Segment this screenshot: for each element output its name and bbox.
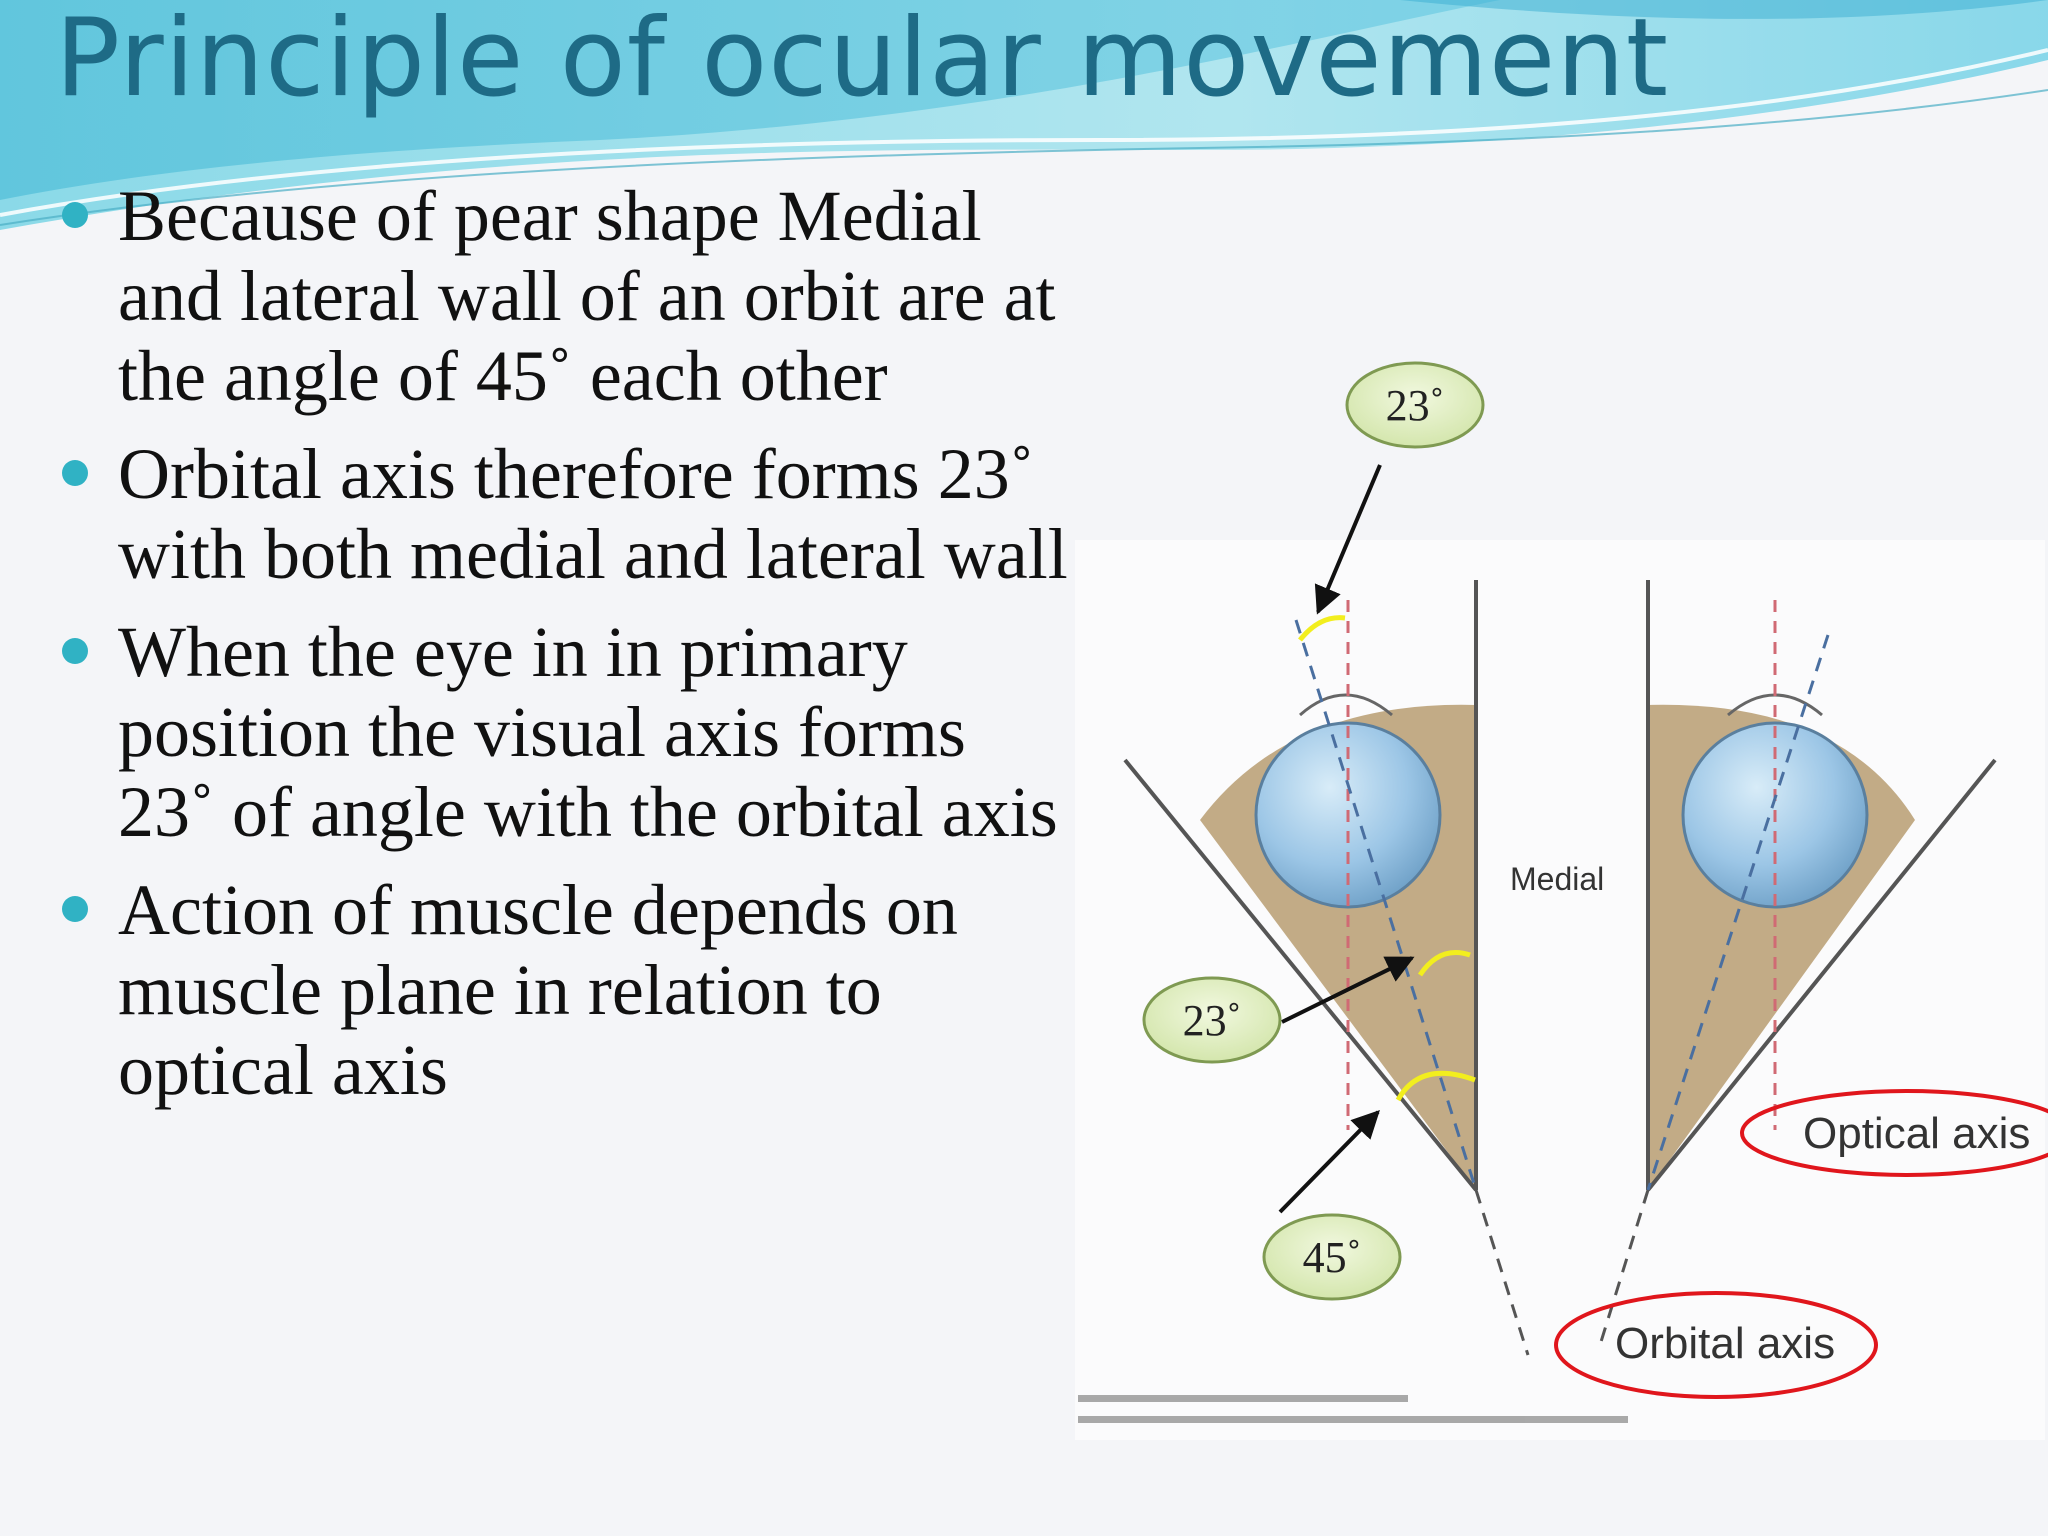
arrow-icon <box>1314 464 1382 615</box>
bullet-item: Because of pear shape Medial and lateral… <box>60 176 1070 416</box>
angle-callout-label: 45˚ <box>1303 1233 1362 1282</box>
arrow-icon <box>1278 1110 1380 1214</box>
left-visual-axis-line <box>1294 619 1478 1191</box>
orbit-diagram: Medial 23˚ 23˚ 45˚ Optical axis Orbital … <box>1075 361 2048 1440</box>
left-orbit-lateral-wall <box>1123 758 1478 1192</box>
right-orbital-axis-line <box>1598 1189 1650 1346</box>
angle-arc-icon <box>1417 950 1471 977</box>
slide-title: Principle of ocular movement <box>55 0 1670 121</box>
bullet-text: Because of pear shape Medial and lateral… <box>118 176 1056 416</box>
angle-callout-top: 23˚ <box>1345 361 1485 449</box>
bullet-icon <box>62 638 88 664</box>
header-wave-decoration <box>0 0 2048 230</box>
orbital-axis-highlight-ring <box>1554 1291 1878 1399</box>
bullet-list: Because of pear shape Medial and lateral… <box>60 176 1070 1128</box>
bullet-icon <box>62 460 88 486</box>
bullet-item: When the eye in in primary position the … <box>60 612 1070 852</box>
optical-axis-highlight-ring <box>1740 1089 2048 1177</box>
angle-callout-label: 23˚ <box>1386 381 1445 430</box>
bullet-text: Action of muscle depends on muscle plane… <box>118 870 958 1110</box>
bullet-item: Orbital axis therefore forms 23˚ with bo… <box>60 434 1070 594</box>
angle-arc-icon <box>1298 615 1346 642</box>
bullet-text: Orbital axis therefore forms 23˚ with bo… <box>118 434 1068 594</box>
optical-axis-label: Optical axis <box>1803 1109 2030 1158</box>
orbital-axis-label: Orbital axis <box>1615 1319 1835 1368</box>
left-cornea <box>1299 693 1393 717</box>
right-orbit-lateral-wall <box>1646 758 1997 1192</box>
bullet-icon <box>62 202 88 228</box>
bullet-icon <box>62 896 88 922</box>
bullet-item: Action of muscle depends on muscle plane… <box>60 870 1070 1110</box>
arrow-icon <box>1281 956 1415 1024</box>
angle-callout-bottom: 45˚ <box>1262 1213 1402 1301</box>
bullet-text: When the eye in in primary position the … <box>118 612 1058 852</box>
right-visual-axis-line <box>1646 634 1830 1191</box>
figure-caption-smudge <box>1078 1395 1628 1423</box>
medial-label: Medial <box>1510 861 1604 897</box>
angle-callout-middle: 23˚ <box>1142 976 1282 1064</box>
angle-callout-label: 23˚ <box>1183 996 1242 1045</box>
left-orbital-axis-line <box>1474 1189 1530 1356</box>
angle-arc-icon <box>1395 1070 1476 1102</box>
